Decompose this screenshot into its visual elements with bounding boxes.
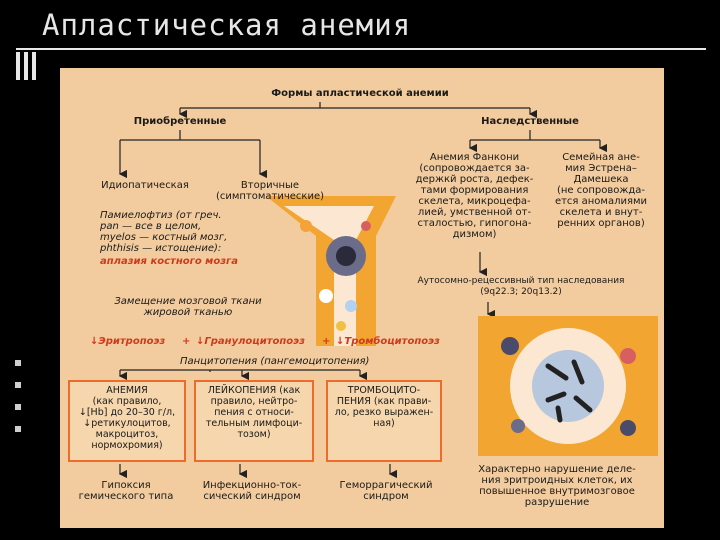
decor-bar-mid xyxy=(24,52,28,80)
infection-outcome: Инфекционно-ток- сический синдром xyxy=(202,480,302,502)
decor-dot-4 xyxy=(15,426,21,432)
idiopathic-label: Идиопатическая xyxy=(101,180,189,191)
decor-dot-3 xyxy=(15,404,21,410)
estren-description: Семейная ане- мия Эстрена– Дамешека (не … xyxy=(554,152,648,229)
bone-marrow-image-right xyxy=(478,316,658,456)
decor-bar-right xyxy=(32,52,36,80)
erythropoiesis-label: ↓Эритропоэз xyxy=(90,336,166,347)
hemorrhagic-outcome: Геморрагический синдром xyxy=(339,480,433,502)
acquired-label: Приобретенные xyxy=(133,116,227,127)
slide-title: Апластическая анемия xyxy=(42,8,412,42)
inheritance-text: Аутосомно-рецессивный тип наследования (… xyxy=(417,276,625,297)
hereditary-label: Наследственные xyxy=(481,116,579,127)
hypoxia-outcome: Гипоксия гемического типа xyxy=(78,480,174,502)
decor-dot-1 xyxy=(15,360,21,366)
secondary-label: Вторичные (симптоматические) xyxy=(215,180,325,202)
diagram-connectors xyxy=(118,102,608,479)
anemia-box: АНЕМИЯ (как правило, ↓[Hb] до 20–30 г/л,… xyxy=(68,380,186,462)
plus-sign-2: + xyxy=(322,336,331,347)
diagram-page: Формы апластической анемии Приобретенные… xyxy=(60,68,664,528)
aplasia-text: аплазия костного мозга xyxy=(100,256,239,267)
erythroid-note: Характерно нарушение деле- ния эритроидн… xyxy=(478,464,636,508)
decor-bar-left xyxy=(16,52,20,80)
decor-line-top xyxy=(16,48,706,50)
decor-dot-2 xyxy=(15,382,21,388)
thrombocytopoiesis-label: ↓Тромбоцитопоэз xyxy=(336,336,440,347)
fanconi-description: Анемия Фанкони (сопровождается за- держк… xyxy=(415,152,534,240)
diagram-title: Формы апластической анемии xyxy=(271,88,449,99)
thrombocytopenia-box: ТРОМБОЦИТО- ПЕНИЯ (как прави- ло, резко … xyxy=(326,380,442,462)
replacement-text: Замещение мозговой ткани жировой тканью xyxy=(114,296,262,318)
plus-sign-1: + xyxy=(182,336,191,347)
pancytopenia-label: Панцитопения (пангемоцитопения) xyxy=(180,356,370,367)
granulocytopoiesis-label: ↓Гранулоцитопоэз xyxy=(196,336,305,347)
leukopenia-box: ЛЕЙКОПЕНИЯ (как правило, нейтро- пения с… xyxy=(194,380,314,462)
panmyelophthisis-text: Памиелофтиз (от греч. pan — все в целом,… xyxy=(100,210,228,254)
bone-marrow-image-left xyxy=(266,196,396,346)
